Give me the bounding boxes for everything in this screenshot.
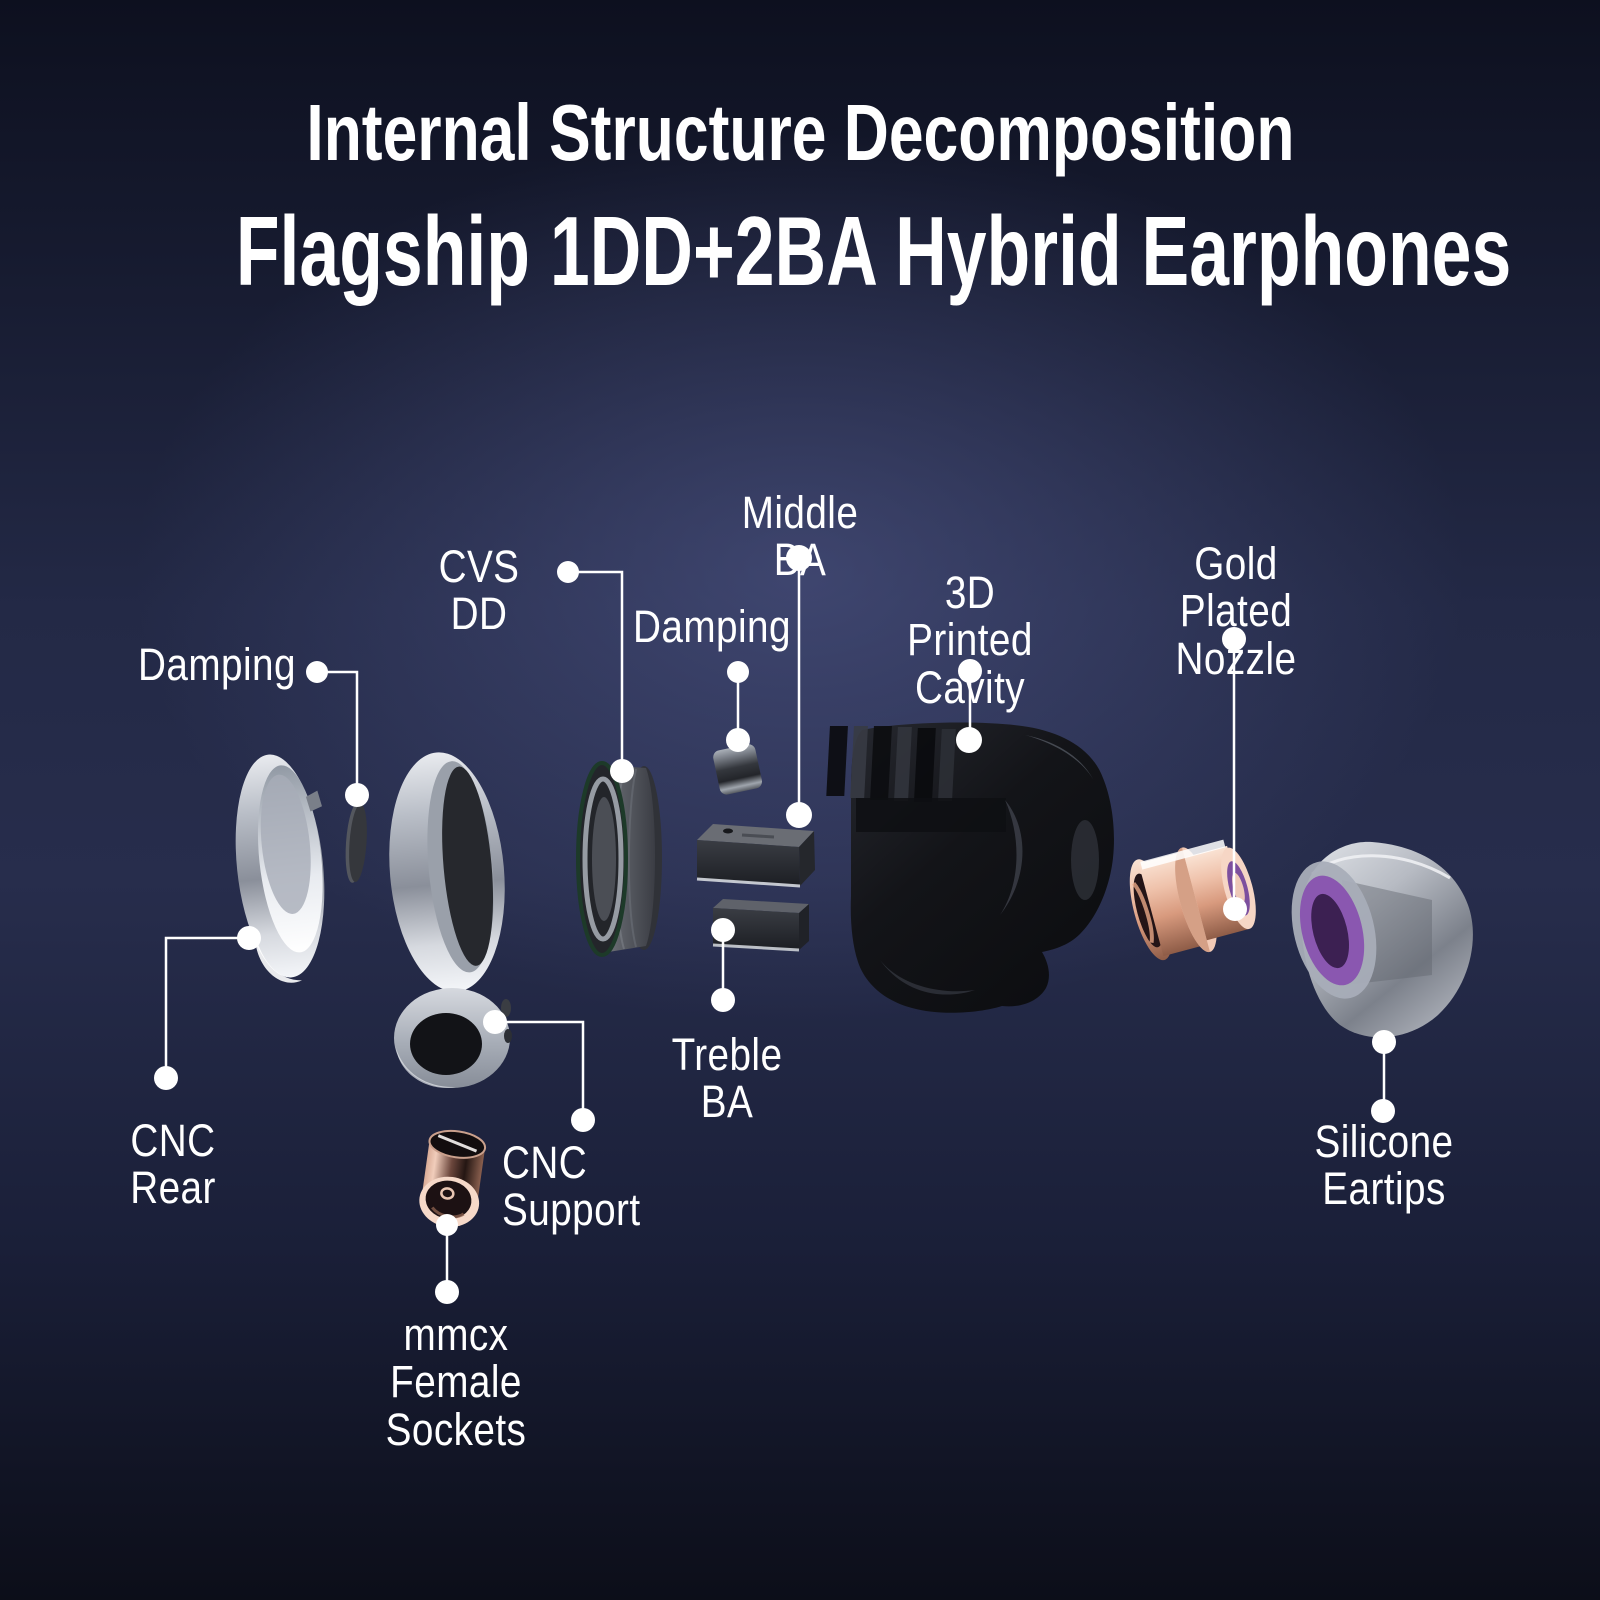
callout-lines [164, 558, 1386, 1292]
title-line-1: Internal Structure Decomposition [0, 93, 1600, 173]
gold-nozzle-part [1129, 839, 1256, 961]
damping-small-part [713, 744, 762, 795]
callout-line-cvs-dd [568, 570, 624, 771]
cnc-support-part [389, 752, 512, 1088]
damping-disc-part [345, 802, 367, 883]
silicone-eartip-part [1291, 841, 1473, 1038]
treble-ba-part [712, 899, 809, 952]
printed-cavity-part [826, 722, 1114, 1013]
cvs-dd-part [576, 761, 662, 957]
cnc-rear-part [235, 754, 325, 983]
title-line-2-text: Flagship 1DD+2BA Hybrid Earphones [235, 196, 1512, 306]
callout-line-cnc-support [495, 1020, 585, 1120]
title-line-1-text: Internal Structure Decomposition [305, 88, 1295, 177]
callout-dots [154, 545, 1396, 1304]
middle-ba-part [696, 824, 815, 888]
callout-line-damping-left [317, 670, 359, 795]
mmcx-socket-part [419, 1129, 487, 1227]
title-line-2: Flagship 1DD+2BA Hybrid Earphones [0, 202, 1600, 300]
callout-line-cnc-rear [164, 936, 249, 1078]
